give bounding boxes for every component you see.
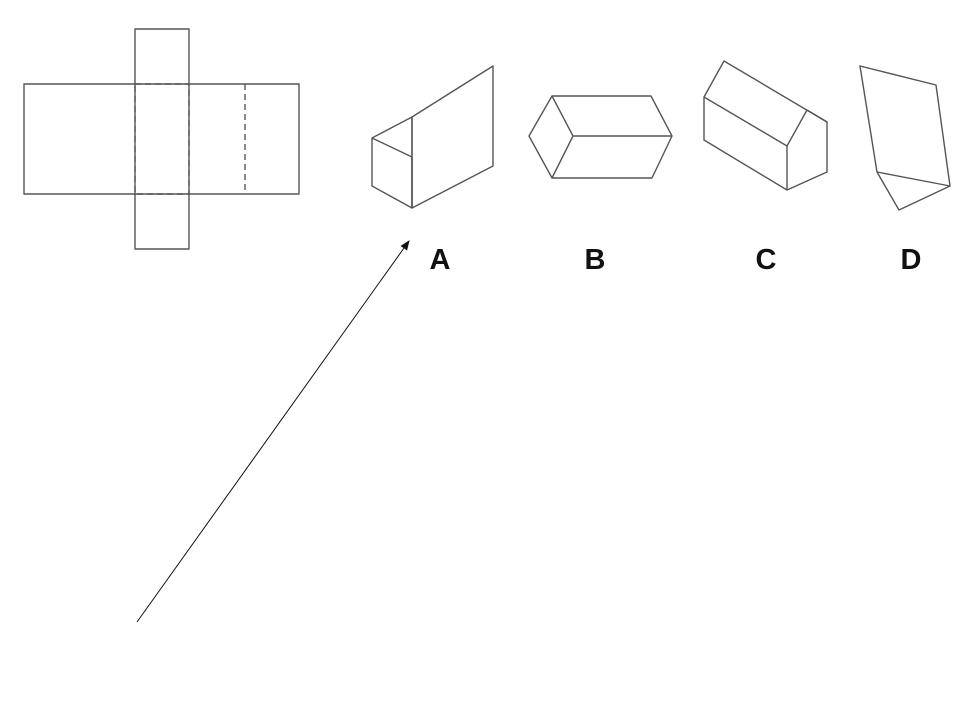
option-label-a: A bbox=[430, 244, 451, 276]
option-label-c: C bbox=[756, 244, 777, 276]
net-top-flap bbox=[134, 28, 190, 85]
net-center-fold bbox=[134, 83, 190, 195]
box-net bbox=[23, 28, 300, 250]
option-label-d: D bbox=[901, 244, 922, 276]
option-c-shape[interactable] bbox=[703, 60, 828, 191]
net-right-panel bbox=[188, 83, 300, 195]
net-left-panel bbox=[23, 83, 136, 195]
option-b-shape[interactable] bbox=[528, 95, 673, 179]
option-d-shape[interactable] bbox=[859, 65, 951, 211]
pointer-arrow bbox=[136, 240, 410, 623]
net-bottom-flap bbox=[134, 193, 190, 250]
option-label-b: B bbox=[585, 244, 606, 276]
option-a-shape[interactable] bbox=[371, 65, 494, 209]
